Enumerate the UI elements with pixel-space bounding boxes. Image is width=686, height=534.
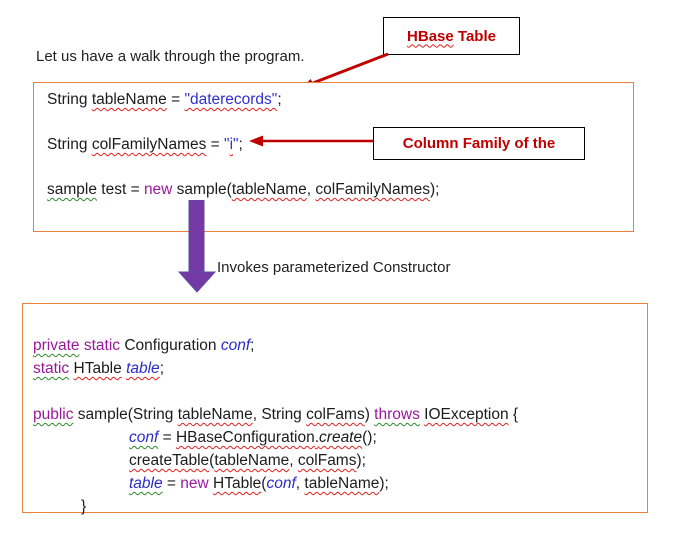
code-token: = (158, 429, 176, 446)
code-token: conf (220, 337, 251, 354)
code-token: throws (374, 406, 420, 423)
code-token: static (33, 360, 70, 377)
intro-text: Let us have a walk through the program. (36, 48, 305, 65)
code-token: , (306, 181, 316, 198)
code-token: (); (362, 429, 377, 446)
code-token: tableName (304, 475, 380, 492)
code-token: test = (96, 181, 144, 198)
code-token: ; (277, 91, 282, 108)
code-token: = (206, 136, 225, 153)
code-token: i (229, 136, 234, 153)
code-token: HBaseConfiguration (175, 429, 315, 446)
code-token: IOException (424, 406, 509, 423)
code-token: ( (261, 475, 267, 492)
invokes-constructor-caption: Invokes parameterized Constructor (217, 259, 451, 276)
code-token: createTable (129, 452, 210, 469)
code-token: String (47, 91, 92, 108)
code-token: ( (209, 452, 215, 469)
code-token: HTable (73, 360, 122, 377)
code-line: String tableName = "daterecords"; (47, 89, 633, 110)
code-token: , (289, 452, 298, 469)
code-token: colFams (306, 406, 365, 423)
code-token: "daterecords" (184, 91, 278, 108)
code-token: } (81, 498, 87, 515)
code-token: tableName (91, 91, 167, 108)
code-token: ); (429, 181, 440, 198)
code-token: ); (379, 475, 389, 492)
code-token: colFams (297, 452, 357, 469)
code-token: = (162, 475, 181, 492)
callout-hbase-label: HBase Table (407, 28, 496, 45)
callout-hbase-table: HBase Table (383, 17, 520, 55)
callout-column-family: Column Family of the (373, 127, 585, 160)
colfam-callout-arrow-icon (249, 135, 373, 147)
code-token: tableName (231, 181, 307, 198)
code-token: HBase (407, 27, 454, 45)
code-token: . (314, 429, 320, 446)
code-token: ); (356, 452, 366, 469)
code-box-constructor: private static Configuration conf;static… (22, 303, 648, 515)
code-token: colFamilyNames (315, 181, 430, 198)
code-token: public (33, 406, 74, 423)
code-token: Configuration (120, 337, 221, 354)
code-token: " (233, 136, 239, 153)
code-token: " (224, 136, 230, 153)
code-token: { (508, 406, 519, 423)
code-token: conf (129, 429, 159, 446)
callout-colfam-label: Column Family of the (402, 135, 556, 152)
code-line: createTable(tableName, colFams); (33, 449, 647, 472)
block-down-arrow-icon (178, 200, 217, 293)
code-token: sample (47, 181, 97, 198)
code-line: String colFamilyNames = "i"; (47, 134, 633, 155)
code-line: public sample(String tableName, String c… (33, 403, 647, 426)
code-line: static HTable table; (33, 357, 647, 380)
code-line (33, 380, 647, 403)
code-line: conf = HBaseConfiguration.create(); (33, 426, 647, 449)
code-token: conf (266, 475, 296, 492)
code-token: String (47, 136, 92, 153)
code-token: , (295, 475, 305, 492)
code-token: static (83, 337, 121, 354)
code-line: table = new HTable(conf, tableName); (33, 472, 647, 495)
code-token: ; (159, 360, 164, 377)
code-token: , String (252, 406, 307, 423)
code-token: HTable (213, 475, 262, 492)
code-token: table (126, 360, 160, 377)
code-token: sample( (172, 181, 232, 198)
code-line: } (33, 495, 647, 518)
code-token: create (319, 429, 363, 446)
code-token: table (129, 475, 163, 492)
code-token: new (143, 181, 173, 198)
code-line: private static Configuration conf; (33, 334, 647, 357)
code-token: sample(String (73, 406, 178, 423)
code-token: ; (238, 136, 243, 153)
code-token: ; (250, 337, 255, 354)
code-token: Table (453, 27, 496, 45)
code-token: = (166, 91, 185, 108)
code-token: tableName (214, 452, 290, 469)
code-token: colFamilyNames (91, 136, 207, 153)
code-token: new (180, 475, 209, 492)
code-token: ) (364, 406, 375, 423)
code-line: sample test = new sample(tableName, colF… (47, 179, 633, 200)
code-token: tableName (177, 406, 253, 423)
code-token: private (33, 337, 80, 354)
